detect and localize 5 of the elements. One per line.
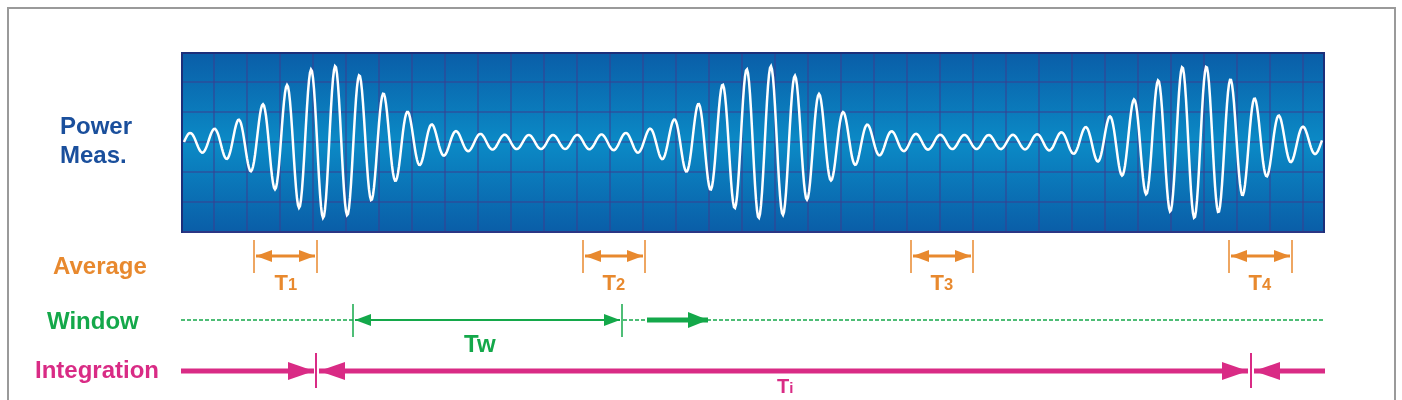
row-label: Integration <box>35 358 159 382</box>
row-label: Window <box>47 309 139 333</box>
dimension-label: Tw <box>464 332 496 356</box>
row-label: Power Meas. <box>60 112 134 170</box>
row-label: Average <box>53 254 147 278</box>
